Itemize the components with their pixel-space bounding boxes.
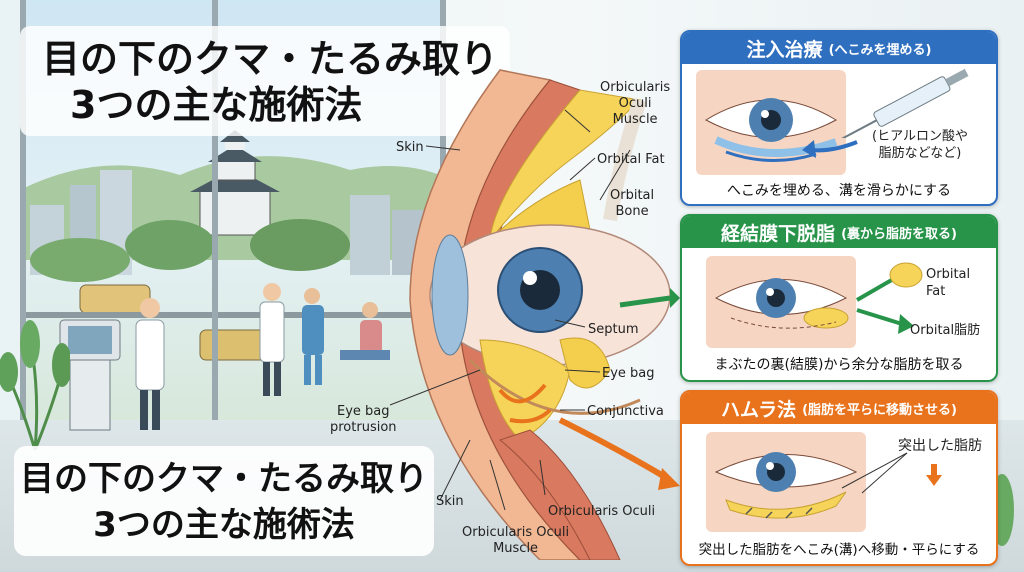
panel-transconjunctival: 経結膜下脱脂 (裏から脂肪を取る) Orbital Fat Orbital脂肪 … <box>680 214 998 382</box>
panel-title: 経結膜下脱脂 <box>721 222 836 245</box>
label-orbital-bone: Orbital Bone <box>610 188 655 219</box>
panel-note: (ヒアルロン酸や 脂肪などなど) <box>872 129 968 161</box>
eye-injection-illustration <box>696 70 846 175</box>
title-box: 目の下のクマ・たるみ取り 3つの主な施術法 <box>20 26 510 136</box>
panel-injection-treatment: 注入治療 (へこみを埋める) (ヒアルロン酸や 脂肪などなど) へこみを埋める、… <box>680 30 998 206</box>
eye-anatomy-illustration <box>389 69 680 560</box>
panel-header: 経結膜下脱脂 (裏から脂肪を取る) <box>682 216 996 248</box>
page-subtitle-bottom: 3つの主な施術法 <box>93 505 355 545</box>
label-protruding-fat: 突出した脂肪 <box>898 438 982 454</box>
clinic-people-illustration <box>59 283 390 431</box>
page-subtitle: 3つの主な施術法 <box>70 83 363 127</box>
eye-fat-removal-illustration <box>706 256 856 348</box>
label-conjunctiva: Conjunctiva <box>587 404 664 419</box>
arrow-left-icon <box>802 140 858 158</box>
syringe-icon <box>840 68 969 138</box>
city-scene-illustration <box>20 130 440 361</box>
label-orbital-fat: Orbital Fat <box>597 152 665 167</box>
window-frame <box>20 0 26 430</box>
label-orbicularis-oculi-muscle: Orbicularis Oculi Muscle <box>600 80 671 127</box>
doctor-figure <box>135 298 165 430</box>
arrow-down-icon <box>926 464 942 486</box>
label-eye-bag-protrusion: Eye bag protrusion <box>330 404 397 435</box>
label-orbicularis-oculi-muscle-bottom: Orbicularis Oculi Muscle <box>462 525 570 556</box>
label-orbital-fat-removed: Orbital Fat <box>926 267 971 299</box>
doctor-figure <box>259 283 285 396</box>
page-title-bottom: 目の下のクマ・たるみ取り <box>20 459 428 499</box>
label-skin-bottom: Skin <box>436 494 464 509</box>
medical-monitor-icon <box>59 319 121 431</box>
label-orbital-fat-jp: Orbital脂肪 <box>910 323 981 338</box>
panel-header: 注入治療 (へこみを埋める) <box>682 32 996 64</box>
label-eye-bag: Eye bag <box>602 366 655 381</box>
label-skin: Skin <box>396 140 424 155</box>
label-septum: Septum <box>588 322 639 337</box>
nurse-figure <box>302 288 324 385</box>
pointer-lines <box>841 452 908 494</box>
label-orbicularis-oculi-bottom-right: Orbicularis Oculi <box>548 504 656 519</box>
panel-subtitle: (脂肪を平らに移動させる) <box>802 402 957 418</box>
patient-figure <box>340 302 390 360</box>
page-title: 目の下のクマ・たるみ取り <box>42 37 499 81</box>
panel-title: ハムラ法 <box>721 398 797 421</box>
panel-header: ハムラ法 (脂肪を平らに移動させる) <box>682 392 996 424</box>
panel-subtitle: (へこみを埋める) <box>828 42 932 58</box>
panel-title: 注入治療 <box>746 38 823 61</box>
panel-caption: 突出した脂肪をへこみ(溝)へ移動・平らにする <box>698 542 980 558</box>
eye-hamra-illustration <box>706 432 866 532</box>
window-frame <box>212 0 218 430</box>
panel-caption: まぶたの裏(結膜)から余分な脂肪を取る <box>714 357 964 373</box>
fat-lump-icon <box>889 262 923 288</box>
plant-icon <box>0 320 70 450</box>
title-box-bottom: 目の下のクマ・たるみ取り 3つの主な施術法 <box>14 446 434 556</box>
panel-subtitle: (裏から脂肪を取る) <box>841 226 957 242</box>
panel-caption: へこみを埋める、溝を滑らかにする <box>726 183 952 199</box>
panel-hamra-method: ハムラ法 (脂肪を平らに移動させる) 突出した脂肪 突出した脂肪をへこみ(溝)へ… <box>680 390 998 566</box>
